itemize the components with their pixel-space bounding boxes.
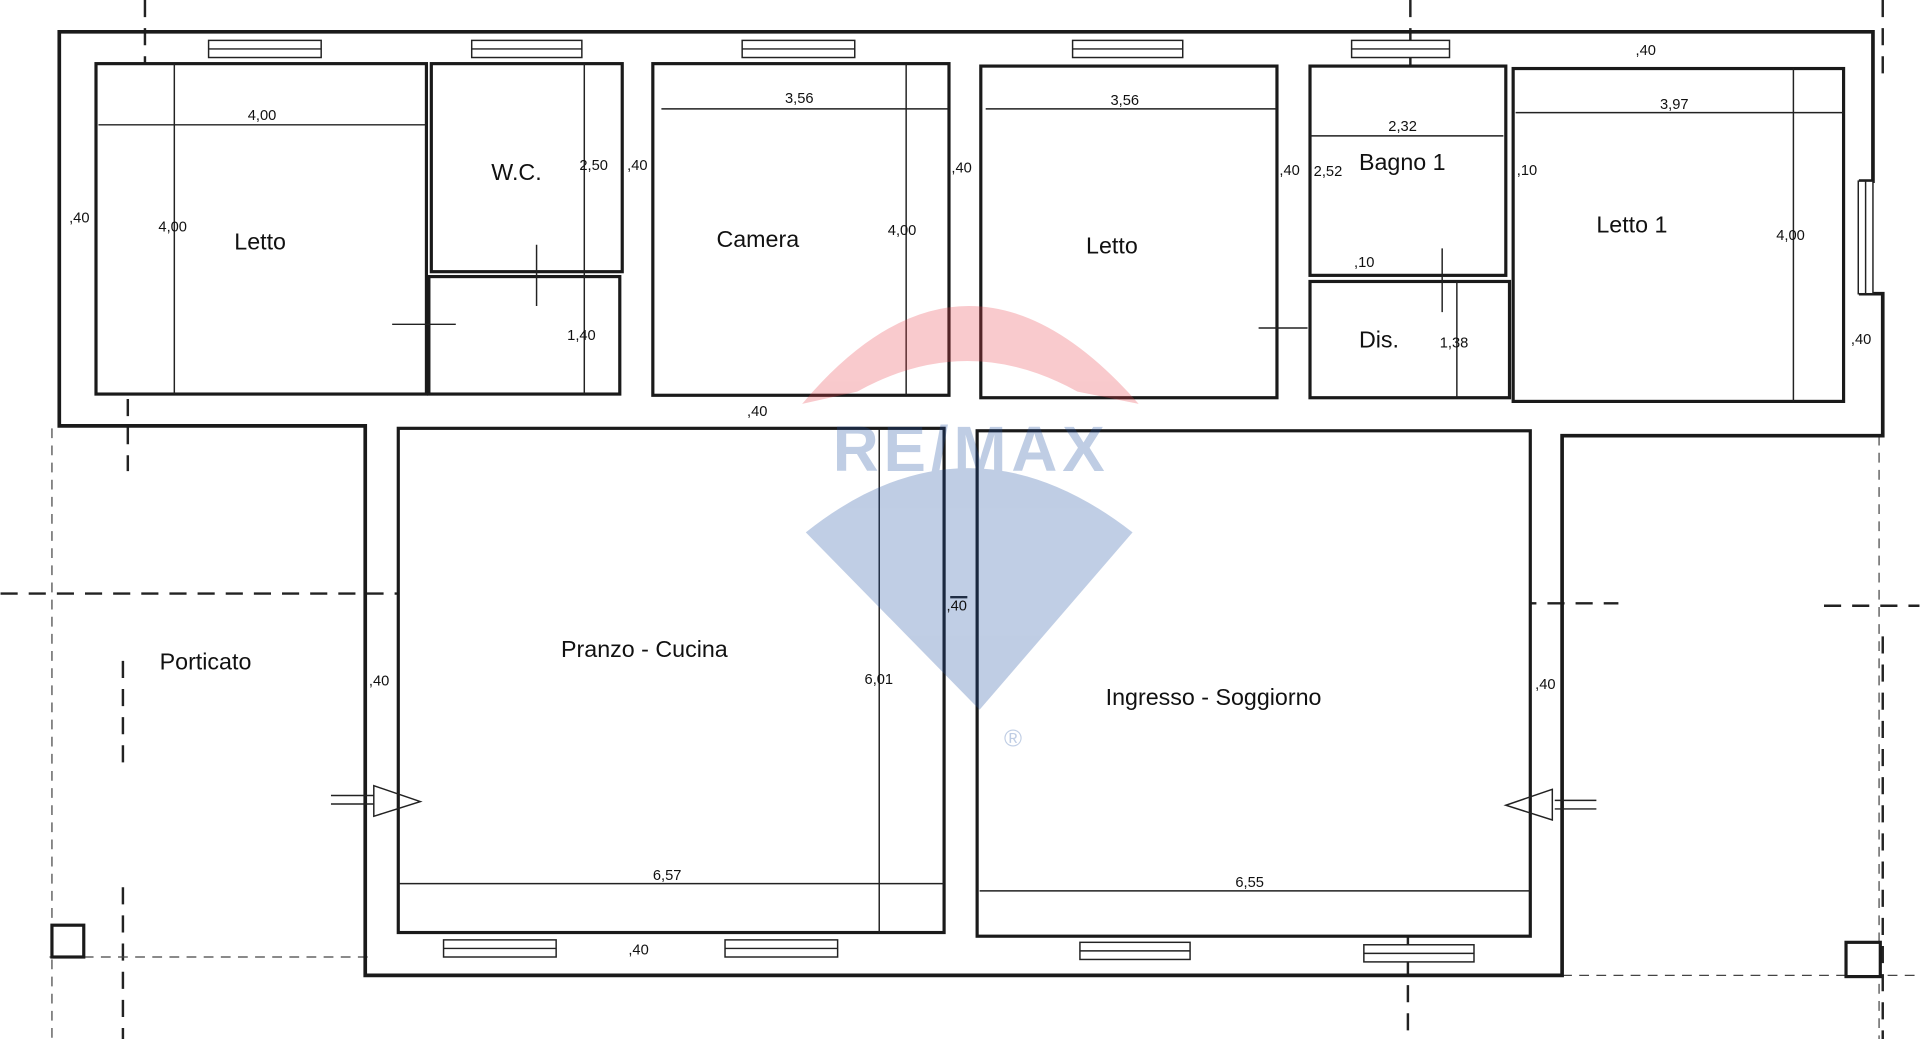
dimension-label: ,40 <box>627 158 647 174</box>
svg-text:®: ® <box>1004 726 1022 753</box>
room-label-letto: Letto <box>234 229 286 255</box>
svg-text:RE/MAX: RE/MAX <box>833 414 1110 485</box>
dimension-label: 2,50 <box>579 158 608 174</box>
dimension-label: 4,00 <box>248 108 277 124</box>
dimension-label: ,40 <box>951 161 971 177</box>
windows <box>207 39 1874 963</box>
room-label-dis: Dis. <box>1359 327 1399 353</box>
dimension-label: 6,01 <box>865 672 894 688</box>
rooms <box>94 62 1846 938</box>
dimension-label: ,40 <box>1636 43 1656 59</box>
pillar <box>1844 940 1882 979</box>
room-label-letto: Letto <box>1086 232 1138 258</box>
room-label-porticato: Porticato <box>160 648 252 674</box>
pillar <box>50 923 86 959</box>
dimension-labels: 4,00 4,00 ,40 2,50 ,40 1,40 3,56 4,00 ,4… <box>69 43 1871 958</box>
room-label-wc: W.C. <box>491 159 541 185</box>
dimension-label: 3,97 <box>1660 97 1689 113</box>
dimension-label: ,40 <box>369 673 389 689</box>
room-label-camera: Camera <box>716 226 799 252</box>
dimension-label: ,40 <box>628 943 648 959</box>
dimension-label: ,10 <box>1354 255 1374 271</box>
dimension-label: ,10 <box>1517 163 1537 179</box>
room-label-letto-1: Letto 1 <box>1596 212 1667 238</box>
dimension-label: 4,00 <box>1776 228 1805 244</box>
dimension-label: 2,32 <box>1388 119 1417 135</box>
dimension-label: 1,38 <box>1440 336 1469 352</box>
dimension-label: 2,52 <box>1314 164 1343 180</box>
dimension-label: ,40 <box>1535 677 1555 693</box>
dimension-label: 6,57 <box>653 868 682 884</box>
dimension-label: ,40 <box>1279 163 1299 179</box>
remax-watermark: RE/MAX ® <box>802 305 1139 753</box>
entrance-arrow-icon <box>1503 788 1597 821</box>
room-labels: Letto W.C. Camera Letto Bagno 1 Letto 1 … <box>160 149 1668 710</box>
dimension-label: 1,40 <box>567 328 596 344</box>
dimension-label: 4,00 <box>888 223 917 239</box>
room-label-pranzo-cucina: Pranzo - Cucina <box>561 636 728 662</box>
dimension-label: 6,55 <box>1235 875 1264 891</box>
dimension-label: 3,56 <box>1111 93 1140 109</box>
dimension-lines <box>98 63 1844 933</box>
dimension-label: 3,56 <box>785 91 814 107</box>
room-label-ingresso-soggiorno: Ingresso - Soggiorno <box>1106 684 1322 710</box>
dimension-label: ,40 <box>747 404 767 420</box>
entrance-arrow-icon <box>330 784 423 818</box>
dimension-label: ,40 <box>69 211 89 227</box>
room-label-bagno-1: Bagno 1 <box>1359 149 1446 175</box>
dimension-label: ,40 <box>1851 332 1871 348</box>
dimension-label: ,40 <box>947 599 967 615</box>
dimension-label: 4,00 <box>158 219 187 235</box>
